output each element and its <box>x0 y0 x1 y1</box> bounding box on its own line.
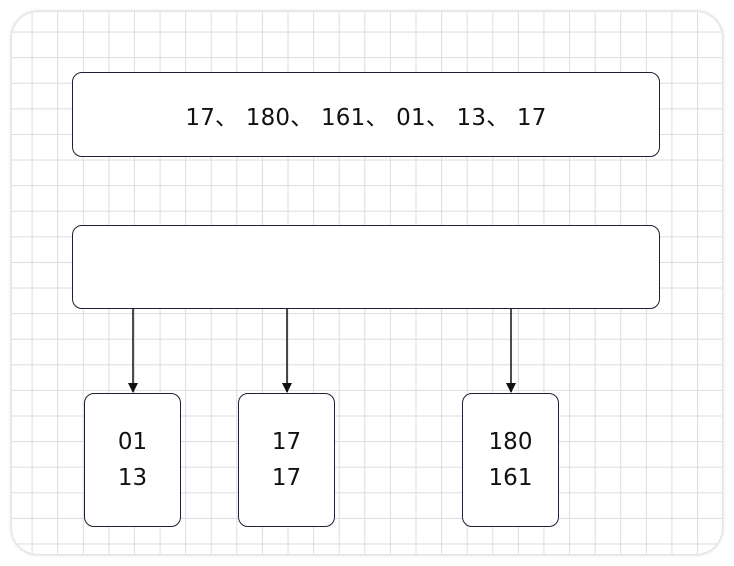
bucket-1-value-1: 01 <box>117 429 148 455</box>
input-sequence-text: 17、 180、 161、 01、 13、 17 <box>185 104 547 131</box>
bucket-1: 01 13 <box>84 393 181 527</box>
input-sequence-box: 17、 180、 161、 01、 13、 17 <box>72 72 660 157</box>
distribution-box <box>72 225 660 309</box>
bucket-2: 17 17 <box>238 393 335 527</box>
bucket-2-value-2: 17 <box>271 465 302 491</box>
bucket-1-value-2: 13 <box>117 465 148 491</box>
bucket-2-value-1: 17 <box>271 429 302 455</box>
bucket-3: 180 161 <box>462 393 559 527</box>
bucket-3-value-2: 161 <box>488 465 533 491</box>
bucket-3-value-1: 180 <box>488 429 533 455</box>
